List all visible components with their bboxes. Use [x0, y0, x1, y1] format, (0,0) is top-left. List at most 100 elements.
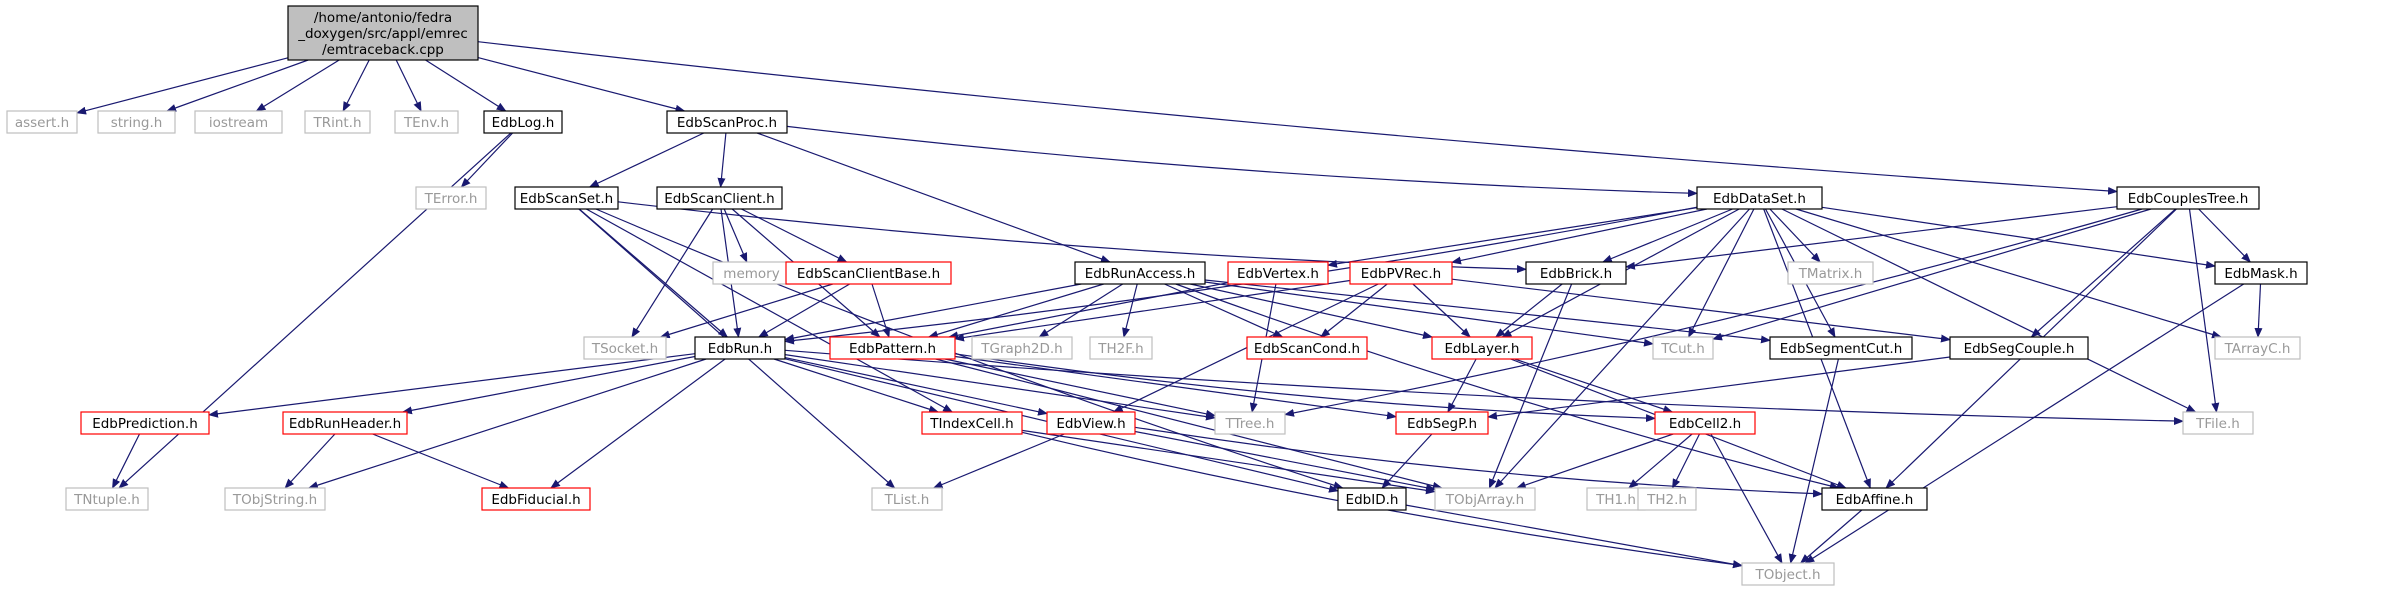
edge-edbrun-to-edbprediction [208, 353, 696, 418]
edge-root-to-string [166, 59, 309, 112]
node-edbscanset[interactable]: EdbScanSet.h [514, 186, 619, 210]
node-edbrunheader[interactable]: EdbRunHeader.h [282, 411, 408, 435]
edge-edbrun-to-tindexcell [773, 358, 939, 414]
node-edbprediction[interactable]: EdbPrediction.h [80, 411, 210, 435]
edge-edblayer-to-edbsegp [1447, 358, 1477, 413]
edge-edbmask-to-tobject [1804, 283, 2245, 564]
node-box [481, 487, 591, 511]
edge-edbpvrec-to-edbsegcouple [1451, 278, 1951, 343]
node-edbview[interactable]: EdbView.h [1046, 411, 1136, 435]
node-box [1074, 261, 1206, 285]
node-label: TMatrix.h [1798, 266, 1863, 282]
node-edbfiducial[interactable]: EdbFiducial.h [481, 487, 591, 511]
edge-edbview-to-edbaffine [1134, 426, 1823, 498]
edge-edbview-to-tlist [932, 433, 1065, 489]
node-edbscancond[interactable]: EdbScanCond.h [1246, 336, 1368, 360]
node-root[interactable]: /home/antonio/fedra_doxygen/src/appl/emr… [287, 5, 479, 61]
node-box [1337, 487, 1407, 511]
node-box [1787, 261, 1874, 285]
node-box [282, 411, 408, 435]
node-edbsegmentcut[interactable]: EdbSegmentCut.h [1769, 336, 1913, 360]
node-label: EdbLayer.h [1445, 341, 1520, 357]
edge-edbcell2-to-tobjarray [1515, 433, 1674, 489]
node-box [415, 186, 487, 210]
edge-edbdataset-to-edbmask [1821, 206, 2216, 269]
node-th1: TH1.h [1586, 487, 1646, 511]
node-edbscanclient[interactable]: EdbScanClient.h [656, 186, 783, 210]
node-label: EdbRunHeader.h [289, 416, 401, 432]
edge-root-to-trint [342, 59, 370, 112]
node-edbscanclientbase[interactable]: EdbScanClientBase.h [785, 261, 952, 285]
node-edbrunaccess[interactable]: EdbRunAccess.h [1074, 261, 1206, 285]
node-edbpattern[interactable]: EdbPattern.h [829, 336, 956, 360]
node-edblog[interactable]: EdbLog.h [483, 110, 563, 134]
edge-edbscanproc-to-edbdataset [786, 125, 1698, 198]
node-label: iostream [209, 115, 268, 131]
node-edbbrick[interactable]: EdbBrick.h [1525, 261, 1627, 285]
node-tgraph2d: TGraph2D.h [971, 336, 1073, 360]
node-terror: TError.h [415, 186, 487, 210]
node-edbdataset[interactable]: EdbDataSet.h [1696, 186, 1823, 210]
node-box [1652, 336, 1714, 360]
node-edbsegp[interactable]: EdbSegP.h [1395, 411, 1489, 435]
node-tindexcell[interactable]: TIndexCell.h [921, 411, 1023, 435]
edge-edbscanclientbase-to-edbpattern [871, 283, 891, 338]
node-box [483, 110, 563, 134]
node-label: /home/antonio/fedra [314, 10, 452, 26]
node-label: EdbSegmentCut.h [1780, 341, 1903, 357]
edge-root-to-edblog [425, 59, 507, 112]
edge-root-to-iostream [255, 59, 340, 112]
edge-edbscanset-to-edbbrick [617, 201, 1527, 274]
node-edbid[interactable]: EdbID.h [1337, 487, 1407, 511]
node-edbcouplestree[interactable]: EdbCouplesTree.h [2116, 186, 2260, 210]
edge-edblog-to-tntuple [118, 132, 512, 489]
node-edbrun[interactable]: EdbRun.h [694, 336, 786, 360]
edge-edbcouplestree-to-edbbrick [1625, 206, 2118, 270]
node-box [97, 110, 176, 134]
node-box [65, 487, 149, 511]
node-edbmask[interactable]: EdbMask.h [2214, 261, 2308, 285]
node-th2f: TH2F.h [1089, 336, 1153, 360]
node-label: EdbCouplesTree.h [2128, 191, 2249, 207]
edge-edbprediction-to-tntuple [111, 433, 141, 489]
node-label: EdbPrediction.h [92, 416, 198, 432]
node-box [1434, 487, 1536, 511]
edge-edbpattern-to-edbsegp [954, 355, 1397, 420]
node-tobjstring: TObjString.h [224, 487, 326, 511]
node-label: EdbRun.h [708, 341, 772, 357]
node-edbcell2[interactable]: EdbCell2.h [1654, 411, 1756, 435]
edge-edbrun-to-edbfiducial [550, 358, 726, 489]
node-tcut: TCut.h [1652, 336, 1714, 360]
node-edbvertex[interactable]: EdbVertex.h [1227, 261, 1329, 285]
node-tenv: TEnv.h [394, 110, 459, 134]
node-box [287, 5, 479, 61]
edge-edbview-to-tobjarray [1134, 430, 1436, 492]
node-layer: /home/antonio/fedra_doxygen/src/appl/emr… [6, 5, 2308, 586]
node-box [1246, 336, 1368, 360]
edge-edbmask-to-tarrayc [2254, 283, 2263, 338]
node-edbscanproc[interactable]: EdbScanProc.h [666, 110, 788, 134]
node-box [829, 336, 956, 360]
node-box [1949, 336, 2089, 360]
node-edbsegcouple[interactable]: EdbSegCouple.h [1949, 336, 2089, 360]
node-box [1214, 411, 1286, 435]
node-box [1089, 336, 1153, 360]
edge-root-to-tenv [395, 59, 422, 112]
node-edbpvrec[interactable]: EdbPVRec.h [1349, 261, 1453, 285]
node-label: EdbLog.h [492, 115, 555, 131]
node-edblayer[interactable]: EdbLayer.h [1431, 336, 1533, 360]
edge-edbcouplestree-to-edbsegcouple [2030, 208, 2176, 338]
edge-edbsegp-to-edbid [1381, 433, 1433, 489]
node-tfile: TFile.h [2182, 411, 2254, 435]
node-box [2182, 411, 2254, 435]
node-box [656, 186, 783, 210]
node-label: TGraph2D.h [980, 341, 1063, 357]
node-label: EdbFiducial.h [491, 492, 580, 508]
node-tlist: TList.h [871, 487, 943, 511]
edge-edbrunaccess-to-tgraph2d [1038, 283, 1124, 338]
node-box [194, 110, 283, 134]
node-label: TH2.h [1646, 492, 1687, 508]
edge-edbrunaccess-to-th2f [1122, 283, 1138, 338]
node-label: EdbPattern.h [849, 341, 936, 357]
node-edbaffine[interactable]: EdbAffine.h [1821, 487, 1928, 511]
